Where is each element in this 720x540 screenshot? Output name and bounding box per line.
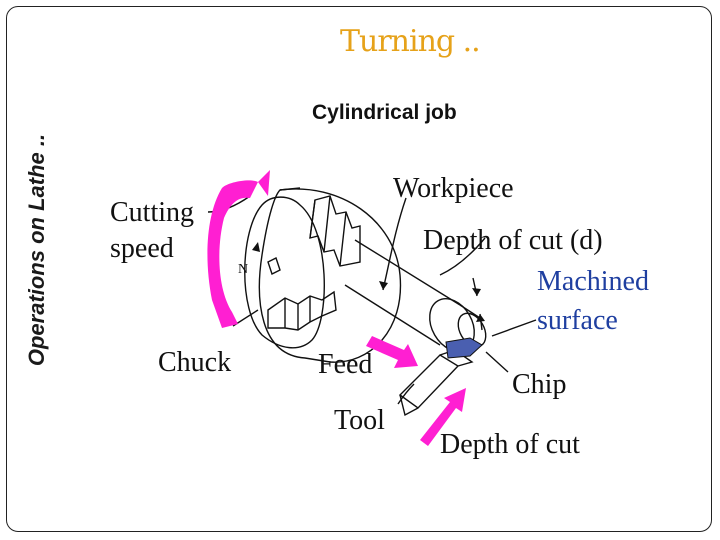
chuck-jaw-top <box>309 195 361 267</box>
chuck-jaw-left <box>267 290 337 331</box>
rpm-label: N <box>238 262 249 277</box>
chip <box>445 337 483 359</box>
depth-of-cut-label: Depth of cut <box>440 429 580 460</box>
slide-frame <box>6 6 712 532</box>
depth-of-cut-arrow <box>420 388 466 446</box>
chuck-face <box>244 196 325 349</box>
cutting-speed-label-line2: speed <box>110 233 174 264</box>
cutting-speed-arrow <box>207 180 258 328</box>
machined-surface-label-line1: Machined <box>537 266 649 297</box>
chuck-body <box>258 188 402 363</box>
workpiece-cylinder <box>344 239 461 346</box>
cutting-speed-label-line1: Cutting <box>110 197 195 228</box>
depth-of-cut-d-label: Depth of cut (d) <box>423 225 603 256</box>
page-title: Turning .. <box>340 24 481 59</box>
machined-surface-label-line2: surface <box>537 305 618 336</box>
tool-label: Tool <box>334 405 385 436</box>
subtitle: Cylindrical job <box>312 101 457 124</box>
chuck-jaw-small <box>267 257 281 275</box>
workpiece-label: Workpiece <box>393 173 514 204</box>
chuck-label: Chuck <box>158 347 232 378</box>
feed-label: Feed <box>318 349 373 380</box>
chip-label: Chip <box>512 369 567 400</box>
feed-arrow <box>366 336 418 368</box>
